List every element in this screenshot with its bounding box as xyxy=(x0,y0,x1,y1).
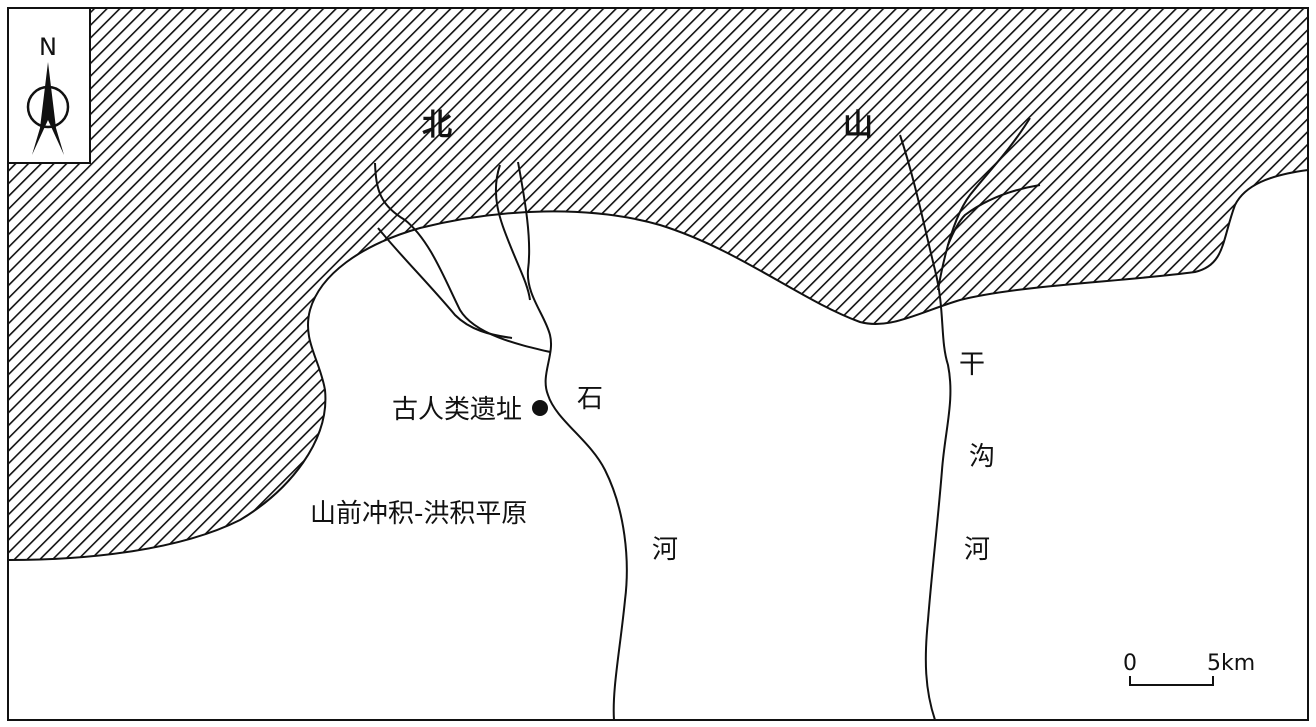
site-dot-icon xyxy=(532,400,548,416)
rivers xyxy=(374,117,1041,721)
gangouhe-tributary-2 xyxy=(947,184,1041,246)
river-label-he: 河 xyxy=(652,535,678,565)
scale-bar: 0 5km xyxy=(1123,651,1255,686)
mountain-label-bei: 北 xyxy=(422,108,452,143)
mountain-area xyxy=(7,7,1309,562)
scale-start: 0 xyxy=(1123,651,1137,676)
north-label: N xyxy=(39,33,57,61)
north-arrow: N xyxy=(7,7,91,164)
scale-end: 5km xyxy=(1207,651,1255,676)
gangouhe-river xyxy=(899,134,952,721)
north-arrow-icon xyxy=(32,62,64,155)
shihe-tributary-2 xyxy=(377,227,513,339)
plain-label: 山前冲积-洪积平原 xyxy=(310,499,527,529)
shihe-river xyxy=(517,161,628,721)
shihe-tributary-3 xyxy=(494,164,531,301)
gangouhe-tributary-1 xyxy=(937,117,1031,291)
site-label: 古人类遗址 xyxy=(392,395,522,425)
river-label-gou: 沟 xyxy=(969,442,995,472)
river-label-shi: 石 xyxy=(577,384,603,414)
river-label-gan: 干 xyxy=(959,350,985,380)
river-label-he-2: 河 xyxy=(964,535,990,565)
mountain-label-shan: 山 xyxy=(843,108,873,143)
shihe-tributary-1 xyxy=(374,162,551,353)
